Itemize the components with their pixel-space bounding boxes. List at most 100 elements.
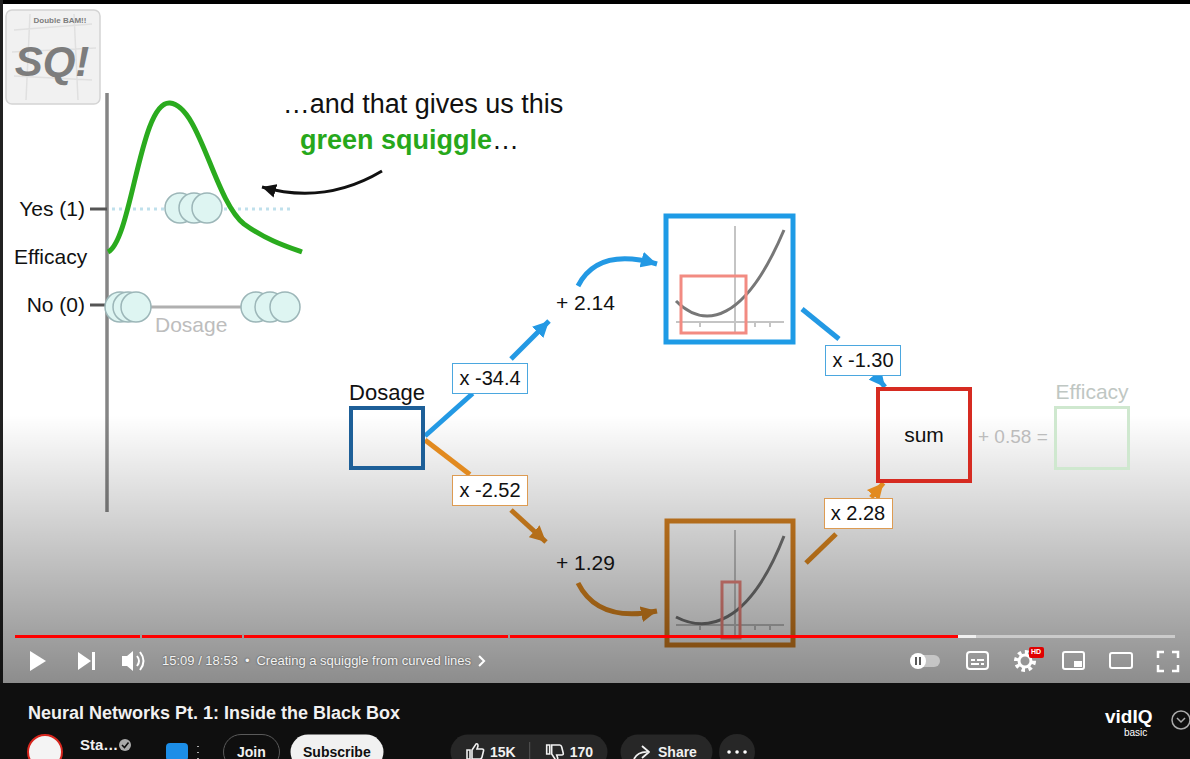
pill-shape [620,734,713,759]
bias-label: + 1.29 [556,551,615,575]
bias-label: + 0.58 = [978,426,1048,448]
button-divider [529,742,530,759]
callout-arrow [262,171,382,193]
controls-shade [0,415,1190,683]
pill-outline [621,735,713,759]
hd-badge: HD [1029,647,1044,658]
input-box: Dosage [349,406,425,470]
extension-icon [166,743,188,759]
callout-highlight: green squiggle [300,125,492,156]
weight-label: x 2.28 [824,498,893,529]
data-point [192,193,222,223]
node-text: Join [237,744,266,759]
node-text: x 2.28 [831,502,885,525]
pill-outline [451,735,608,759]
video-background [0,0,1190,683]
play-icon [30,651,46,671]
extension-plan: basic [1124,727,1147,739]
chapter-chevron [479,656,484,666]
callout-text: …and that gives us this [283,89,564,120]
chapter-title: Creating a squiggle from curved lines [256,654,471,669]
pill-outline [291,735,384,759]
extension-logo: vidIQ [1105,706,1153,728]
like-dislike-button: 15K 170 [450,734,608,759]
progress-buffer [958,635,976,638]
green-squiggle [108,103,302,252]
separator-dot: • [245,654,250,669]
plot-ticks [700,322,770,327]
video-title: Neural Networks Pt. 1: Inside the Black … [28,703,400,724]
activation-curve [676,230,784,316]
connector-arrow [425,440,470,475]
data-point [121,292,151,322]
miniplayer-icon [1063,652,1084,669]
sum-box: sum [876,387,972,483]
node-text: 15K [490,744,516,759]
weight-label: x -1.30 [825,345,901,376]
autoplay-pause [916,657,920,665]
node-text: Share [658,744,697,759]
chapter-gap [242,634,244,639]
channel-name: Sta… [80,736,118,753]
pill-outline [224,735,280,759]
next-icon-bar [92,652,95,670]
subscribe-button: Subscribe [290,734,384,759]
weight-label: x -34.4 [452,363,528,394]
output-box: Efficacy [1054,406,1130,470]
node-text: sum [904,423,944,447]
connector-arrow [876,376,885,388]
menu-dots [197,746,199,759]
axis-tick [90,208,107,211]
node-text: x -34.4 [459,367,520,390]
volume-icon [122,651,133,671]
highlight-window [681,276,746,333]
progress-track [15,635,1175,638]
pill-shape [223,734,280,759]
box-heading: Efficacy [1055,380,1128,404]
more-button [719,734,755,759]
node-text: x -2.52 [459,479,520,502]
pill-shape [290,734,384,759]
chapter-gap [140,634,142,639]
verified-badge [119,739,131,751]
logo-sketch [12,14,96,100]
node-text: Subscribe [303,744,371,759]
miniplayer-inner [1074,661,1082,667]
verified-check [122,743,129,748]
axis-tick-label: Yes (1) [19,197,85,221]
plot-axis [734,226,736,334]
time-display: 15:09 / 18:53 [162,654,238,669]
dislike-icon [547,745,564,759]
logo-badge [6,10,100,104]
bias-label: + 2.14 [556,291,615,315]
theater-icon [1110,653,1132,668]
node-text: 170 [570,744,593,759]
fullscreen-icon [1158,652,1178,671]
plot-axis [676,321,784,323]
axis-title: Dosage [155,313,227,337]
captions-icon [967,652,988,669]
connector-arrow [871,483,883,498]
extension-chevron-mark [1177,718,1185,722]
top-edge [0,0,1190,4]
settings-icon [1019,655,1031,667]
wire [802,309,839,339]
extension-chevron [1172,711,1190,729]
settings-teeth [1016,652,1034,670]
node-text: x -1.30 [832,349,893,372]
logo-tagline: Double BAM!! [34,16,87,25]
data-point [270,292,300,322]
callout-text: … [492,125,519,156]
join-button: Join [223,734,280,759]
axis-tick-label: No (0) [27,293,85,317]
channel-avatar [28,735,62,759]
autoplay-knob [910,653,926,669]
wire-arrow [578,259,657,286]
pill-shape [450,734,608,759]
activation-plot [666,216,793,342]
box-heading: Dosage [349,380,425,405]
logo-text: SQ! [15,38,90,86]
connector-arrow [425,394,473,437]
